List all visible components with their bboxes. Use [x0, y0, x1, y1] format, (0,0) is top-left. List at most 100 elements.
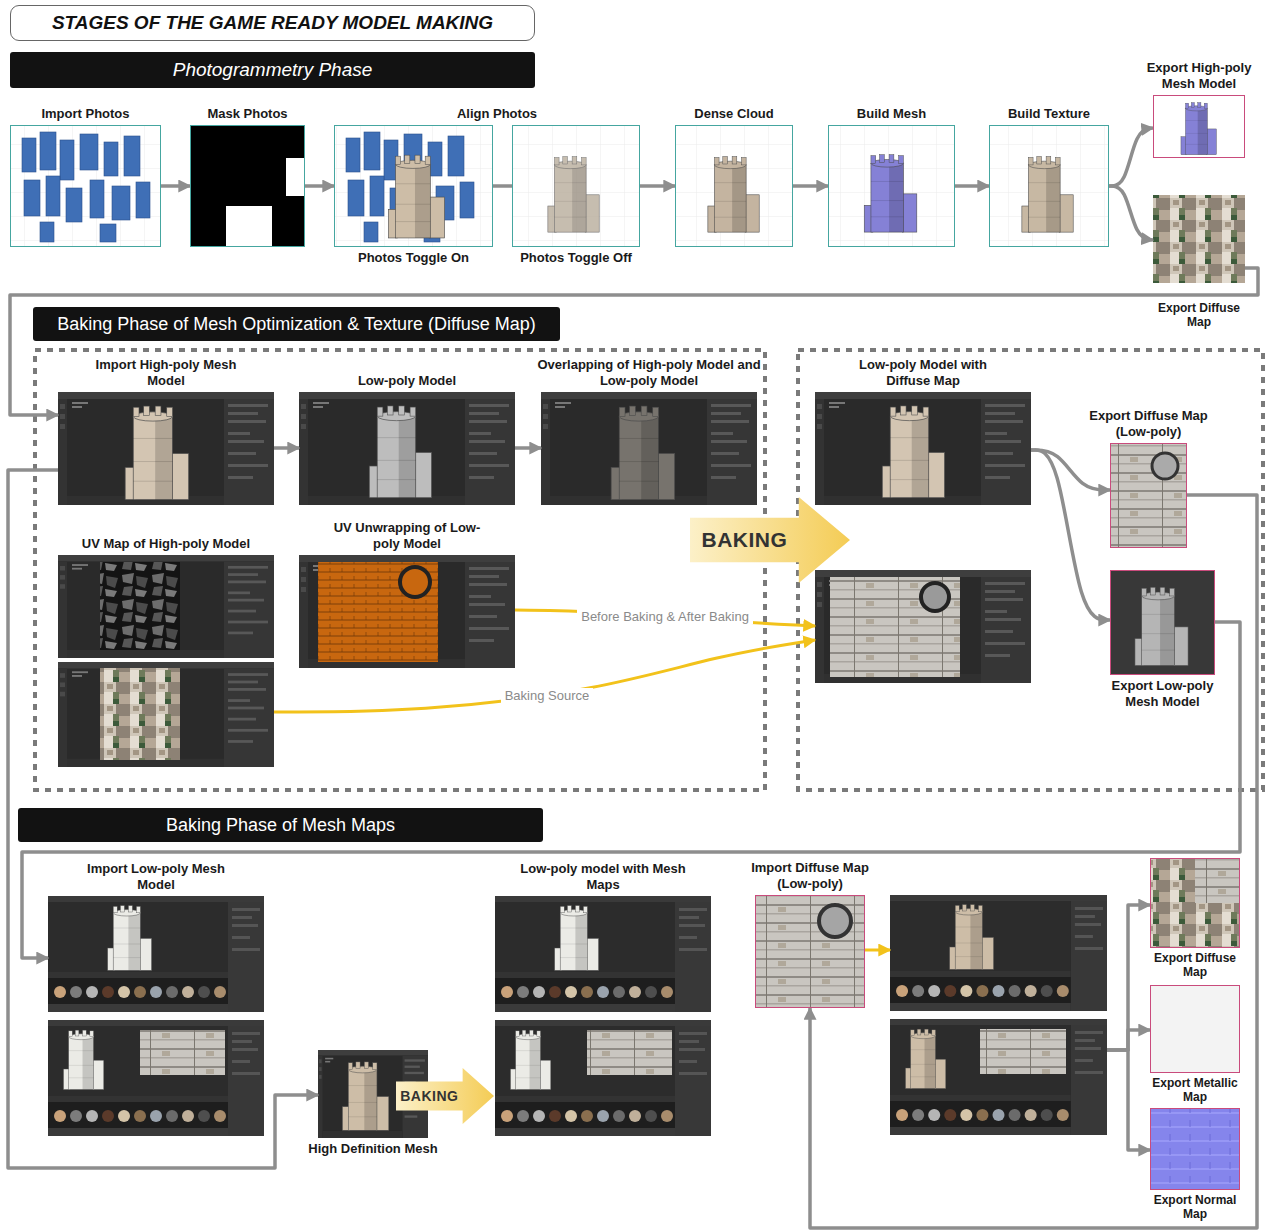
photogrammetry-picture [1153, 195, 1245, 283]
image-frame [58, 555, 274, 767]
flow-connector [161, 184, 190, 188]
node-label: High Definition Mesh [293, 1141, 453, 1157]
flow-connector [515, 610, 815, 626]
node-label: BAKING [690, 528, 799, 552]
screenshot-picture [830, 577, 960, 677]
flow-connector [810, 495, 1257, 1228]
photogrammetry-picture [10, 125, 161, 247]
flow-connector [865, 949, 890, 952]
photogrammetry-picture [190, 125, 305, 247]
node-label: Import Photos [11, 106, 161, 122]
screenshot-picture [890, 1019, 1107, 1135]
edge-label: Before Baking & After Baking [577, 609, 753, 624]
image-frame [10, 125, 161, 247]
region-frame [35, 350, 1263, 790]
phase-band: Baking Phase of Mesh Optimization & Text… [33, 307, 560, 341]
flow-connector [1109, 186, 1153, 240]
step-box: Import Photos [10, 106, 161, 247]
node-label: Overlapping of High-poly Model and Low-p… [533, 357, 765, 389]
node-label: Dense Cloud [675, 106, 793, 122]
step-box: Build Texture [989, 106, 1109, 247]
screenshot-picture [1195, 858, 1240, 903]
screenshot-picture [587, 1030, 672, 1075]
screenshot-picture [318, 562, 438, 662]
image-frame [1110, 443, 1187, 548]
screenshot-picture [299, 392, 515, 505]
screenshot-picture [100, 562, 180, 650]
flow-connector [22, 622, 1240, 958]
node-label: BAKING [396, 1088, 463, 1104]
arrow-shape [396, 1068, 494, 1124]
flow-connector [955, 184, 989, 188]
diagram-title: STAGES OF THE GAME READY MODEL MAKING [52, 12, 493, 34]
node-label: Export Diffuse Map [1150, 951, 1240, 979]
image-frame [675, 125, 793, 247]
arrow-shape [690, 497, 850, 583]
screenshot-picture [890, 895, 1107, 1011]
screenshot-picture [58, 392, 274, 505]
node-label: Mask Photos [190, 106, 305, 122]
step-box: Import Low-poly Mesh Model [48, 861, 264, 1136]
node-label: Export Diffuse Map [1154, 301, 1244, 329]
screenshot-picture [1150, 1108, 1240, 1190]
flow-connector [493, 184, 512, 188]
image-frame [495, 896, 711, 1136]
node-label: Low-poly Model [307, 373, 507, 389]
screenshot-picture [1135, 587, 1188, 665]
step-box: Low-poly Model with Diffuse Map [815, 357, 1031, 683]
photogrammetry-picture [708, 157, 759, 233]
flow-connector [1109, 128, 1153, 186]
screenshot-picture [495, 1020, 711, 1136]
screenshot-picture [1110, 570, 1215, 675]
photogrammetry-picture [334, 125, 493, 247]
screenshot-picture [58, 662, 274, 767]
image-frame [755, 895, 865, 1008]
image-frame [1110, 570, 1215, 675]
step-box: Dense Cloud [675, 106, 793, 247]
step-box: Mask Photos [190, 106, 305, 247]
node-label: Export Diffuse Map (Low-poly) [1074, 408, 1224, 440]
screenshot-picture [63, 1030, 103, 1089]
screenshot-picture [1150, 985, 1240, 1073]
node-label: Import Low-poly Mesh Model [81, 861, 231, 893]
screenshot-picture [140, 1030, 225, 1075]
screenshot-picture [100, 668, 180, 760]
baking-arrow: BAKING [396, 1068, 494, 1124]
image-frame [1150, 1108, 1240, 1190]
step-box: Export Low-poly Mesh Model [1110, 570, 1215, 710]
photogrammetry-picture [10, 95, 1245, 283]
photogrammetry-picture [1181, 103, 1216, 155]
flow-connector [10, 268, 1258, 415]
photogrammetry-picture [512, 125, 640, 247]
node-label: Import High-poly Mesh Model [91, 357, 241, 389]
flow-connector [515, 446, 541, 450]
step-box: Photos Toggle On [334, 125, 493, 266]
flow-connector [274, 640, 815, 712]
screenshot-picture [48, 1020, 264, 1136]
node-label: UV Map of High-poly Model [58, 536, 274, 552]
photogrammetry-picture [346, 132, 474, 242]
flow-connector [1031, 450, 1110, 620]
node-label: Photogrammetry Phase [173, 59, 373, 81]
screenshot-picture [510, 1030, 550, 1089]
node-label: Photos Toggle On [334, 250, 494, 266]
step-box: Export High-poly Mesh Model [1153, 60, 1245, 158]
photogrammetry-picture [1022, 157, 1073, 233]
image-frame [299, 555, 515, 668]
flow-connector [1107, 1050, 1150, 1150]
step-box: Export Diffuse Map [1153, 195, 1245, 329]
node-label: Export Normal Map [1150, 1193, 1240, 1221]
image-frame [190, 125, 305, 247]
image-frame [334, 125, 493, 247]
phase-band: Photogrammetry Phase [10, 52, 535, 88]
edge-label: Baking Source [501, 688, 594, 703]
step-box: Import High-poly Mesh Model [58, 357, 274, 505]
node-label: Photos Toggle Off [506, 250, 646, 266]
node-label: Build Mesh [828, 106, 955, 122]
image-frame [541, 392, 757, 505]
step-box: Overlapping of High-poly Model and Low-p… [541, 357, 757, 505]
step-box: UV Unwrapping of Low-poly Model [299, 520, 515, 668]
region-frame [798, 350, 1263, 790]
node-label: Export Metallic Map [1150, 1076, 1240, 1104]
image-frame [1150, 985, 1240, 1073]
